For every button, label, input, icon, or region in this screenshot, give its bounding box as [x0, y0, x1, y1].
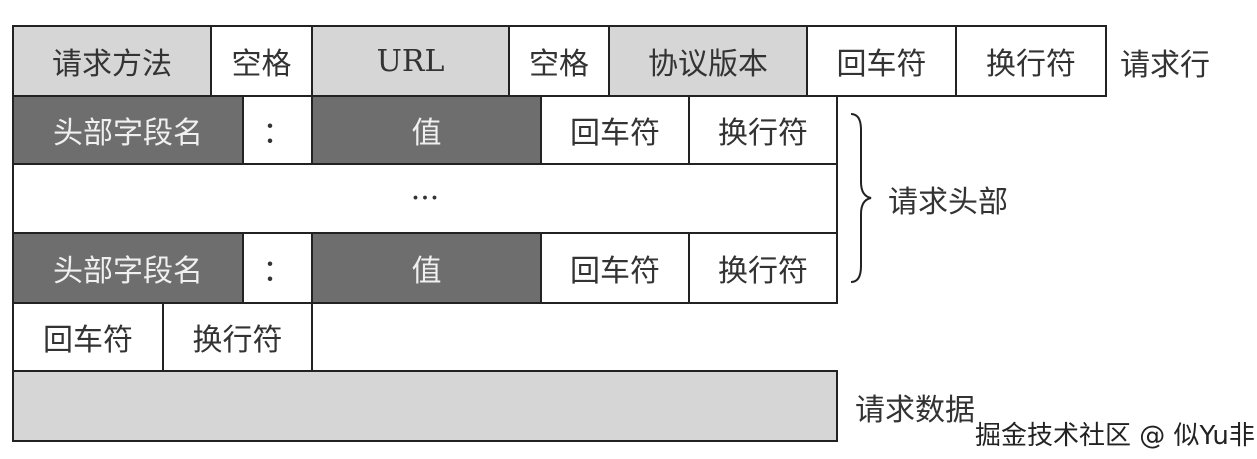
cell-url: URL	[311, 25, 510, 97]
cell-space: 空格	[508, 25, 610, 97]
cell-line-feed: 换行符	[162, 302, 313, 372]
cell-line-feed: 换行符	[955, 25, 1107, 97]
ellipsis-row: ···	[12, 163, 838, 234]
cell-line-feed: 换行符	[688, 95, 838, 165]
cell-header-field-name: 头部字段名	[12, 95, 244, 165]
cell-colon: ：	[242, 95, 313, 165]
cell-protocol-version: 协议版本	[608, 25, 808, 97]
request-line-label: 请求行	[1120, 48, 1210, 83]
cell-header-field-name: 头部字段名	[12, 232, 244, 304]
request-header-label: 请求头部	[888, 185, 1008, 220]
request-data-block	[12, 370, 838, 442]
request-data-label: 请求数据	[855, 393, 975, 428]
cell-carriage-return: 回车符	[540, 232, 690, 304]
cell-carriage-return: 回车符	[12, 302, 164, 372]
cell-colon: ：	[242, 232, 313, 304]
cell-value: 值	[311, 95, 542, 165]
cell-value: 值	[311, 232, 542, 304]
cell-space: 空格	[210, 25, 313, 97]
watermark: 掘金技术社区 @ 似Yu非	[975, 421, 1255, 451]
brace-icon	[850, 113, 872, 283]
cell-line-feed: 换行符	[688, 232, 838, 304]
cell-request-method: 请求方法	[12, 25, 212, 97]
cell-carriage-return: 回车符	[540, 95, 690, 165]
cell-carriage-return: 回车符	[806, 25, 957, 97]
